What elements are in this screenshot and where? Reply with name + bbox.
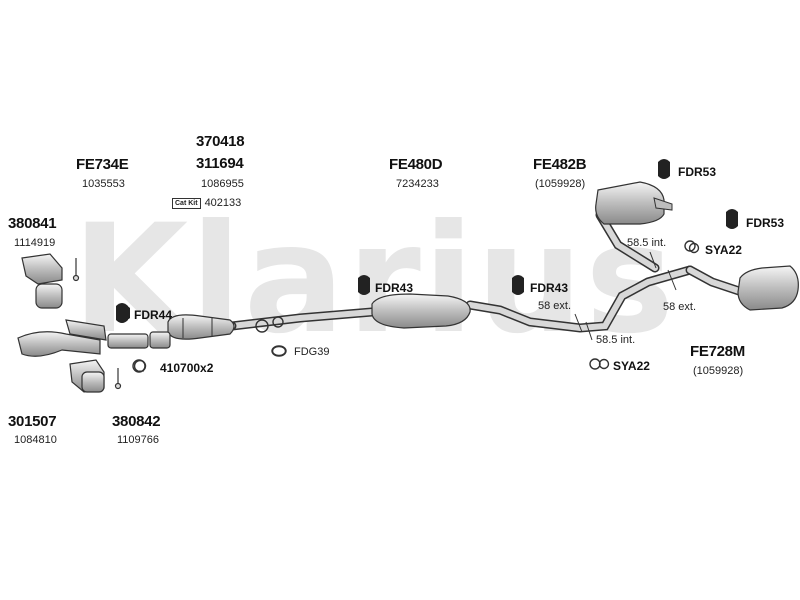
rear-silencer-lower[interactable] [737, 265, 799, 311]
part-number-311694: 1086955 [201, 178, 244, 190]
dimension-58-5-int-bottom: 58.5 int. [596, 334, 636, 346]
hanger-icon [122, 306, 130, 320]
part-number-fe734e: 1035553 [82, 178, 125, 190]
part-code-311694: 311694 [196, 155, 244, 172]
part-label-410700: 410700x2 [160, 361, 214, 375]
rear-silencer-upper[interactable] [595, 181, 673, 225]
dimension-58-ext-right: 58 ext. [663, 301, 697, 313]
dimension-58-ext-mid: 58 ext. [538, 300, 572, 312]
part-label-fdr53-top: FDR53 [678, 165, 717, 179]
mount-icon [598, 358, 610, 370]
part-number-380841: 1114919 [14, 237, 56, 249]
part-code-380842: 380842 [112, 413, 161, 430]
part-label-sya22-bottom: SYA22 [613, 359, 650, 373]
lambda-sensor-pin [72, 258, 122, 390]
part-code-370418: 370418 [196, 133, 245, 150]
part-label-fdr43-left: FDR43 [375, 281, 414, 295]
manifold-upper[interactable] [21, 253, 63, 309]
part-code-380841: 380841 [8, 215, 57, 232]
part-label-fdg39: FDG39 [294, 346, 330, 358]
part-number-301507: 1084810 [14, 434, 57, 446]
gasket-icon [271, 345, 287, 357]
part-label-fdr53-right: FDR53 [746, 216, 785, 230]
centre-silencer[interactable] [371, 293, 471, 329]
part-code-fe480d: FE480D [389, 156, 443, 173]
part-number-fe728m: (1059928) [693, 365, 744, 377]
dimension-58-5-int-top: 58.5 int. [627, 237, 667, 249]
part-code-fe734e: FE734E [76, 156, 129, 173]
part-code-301507: 301507 [8, 413, 57, 430]
manifold-lower[interactable] [69, 359, 105, 393]
part-code-fe728m: FE728M [690, 343, 745, 360]
part-label-fdr44: FDR44 [134, 308, 173, 322]
dimension-marker [574, 251, 677, 341]
cat-kit-badge: Cat Kit [172, 197, 201, 209]
front-pipe-assembly[interactable] [17, 319, 171, 357]
part-number-fe482b: (1059928) [535, 178, 586, 190]
part-code-fe482b: FE482B [533, 156, 587, 173]
part-number-380842: 1109766 [117, 434, 160, 446]
catalytic-converter[interactable] [167, 314, 235, 340]
part-label-sya22-top: SYA22 [705, 243, 742, 257]
clamp-icon [133, 359, 147, 373]
cat-kit-number: 402133 [204, 197, 242, 209]
part-number-fe480d: 7234233 [396, 178, 439, 190]
part-label-fdr43-mid: FDR43 [530, 281, 569, 295]
mount-icon [688, 242, 700, 254]
